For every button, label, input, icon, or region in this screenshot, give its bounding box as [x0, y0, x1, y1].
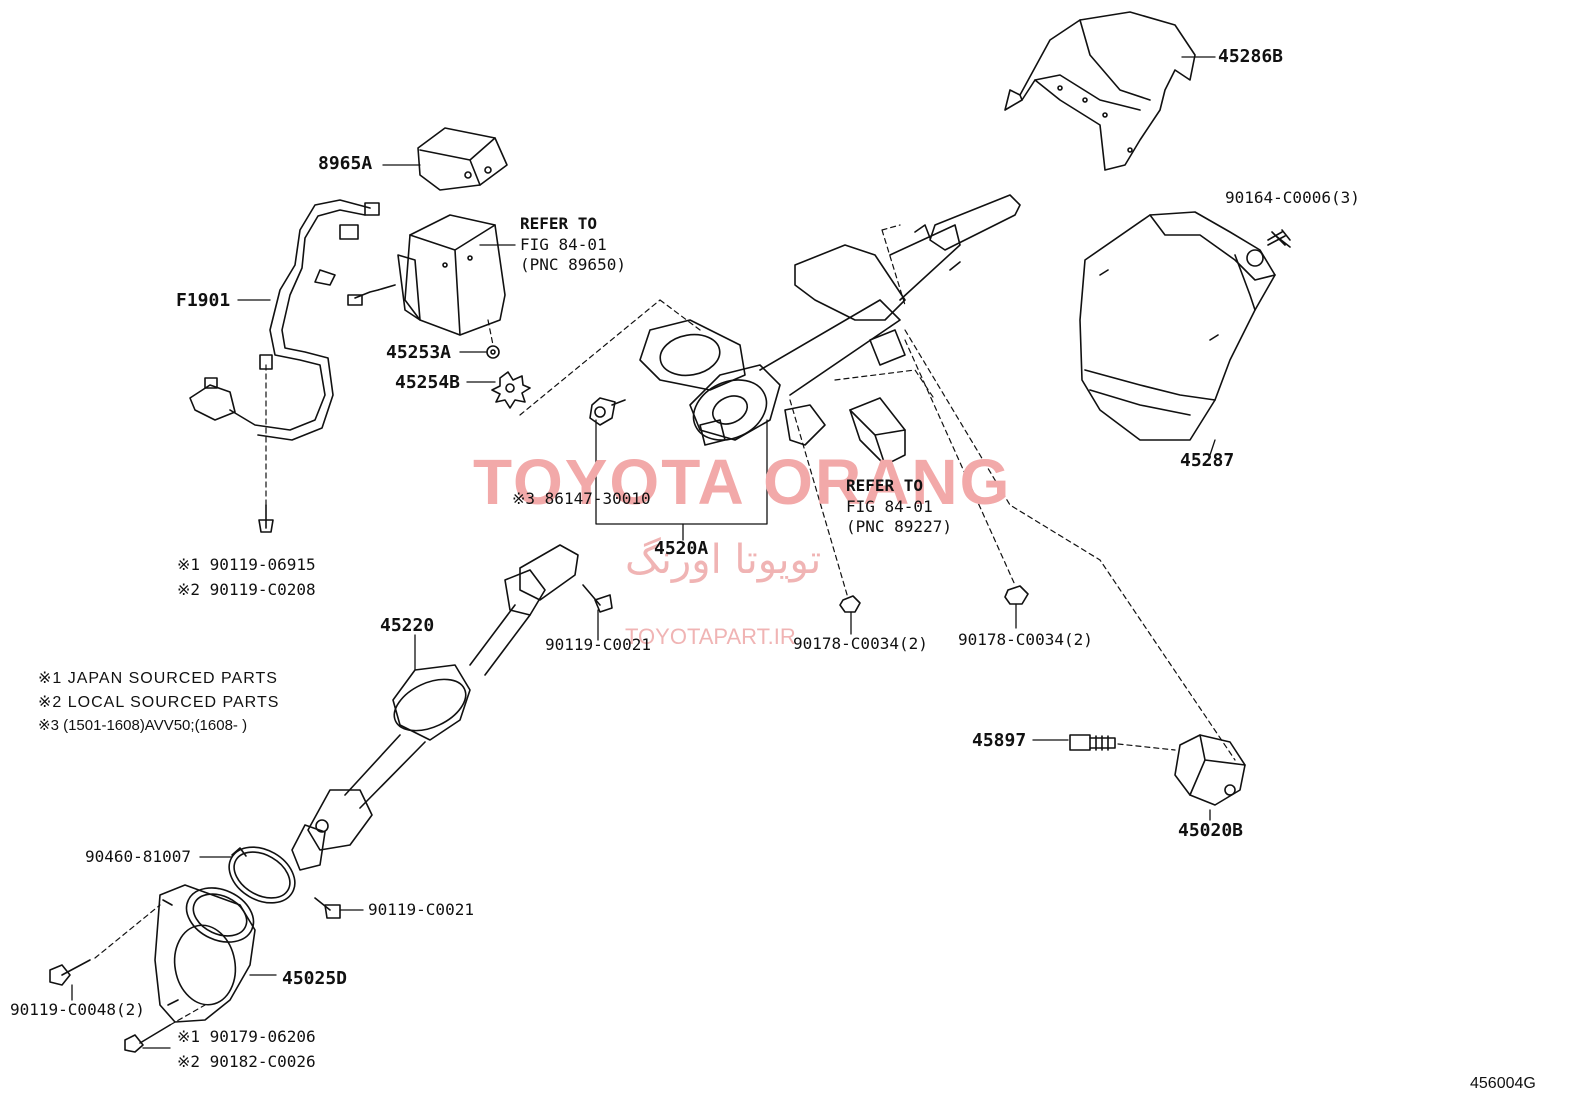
label-45254B: 45254B [395, 372, 461, 393]
label-90119-C0021-upper: 90119-C0021 [545, 635, 651, 654]
label-45897: 45897 [972, 730, 1027, 751]
label-90119-06915: 1 90119-06915 [177, 557, 315, 573]
wire-harness [189, 199, 380, 441]
label-45020B: 45020B [1178, 820, 1244, 841]
bolt-90119-06915 [258, 504, 274, 533]
assembly-lines [94, 224, 1236, 1026]
watermark-site: TOYOTAPART.IR [625, 624, 796, 649]
label-4520A: 4520A [654, 538, 709, 559]
label-90179-06206: 1 90179-06206 [177, 1029, 315, 1045]
figure-code: 456004G [1470, 1075, 1536, 1092]
bracket-89227 [849, 397, 906, 466]
label-45287: 45287 [1180, 450, 1235, 471]
label-F1901: F1901 [176, 290, 231, 311]
steering-column-assembly [639, 194, 1021, 446]
label-45220: 45220 [380, 615, 435, 636]
column-hole-cover [154, 884, 256, 1023]
label-90164-C0006: 90164-C0006(3) [1225, 188, 1360, 207]
upper-column-cover [1004, 11, 1196, 171]
bolt-90119-C0021-lower [314, 897, 341, 919]
bolt-90179-06206 [124, 1024, 171, 1053]
refer-label-2-line1: REFER TO [846, 476, 924, 495]
label-90119-C0208: 2 90119-C0208 [177, 582, 315, 598]
intermediate-shaft [291, 544, 579, 871]
bolt-90164-C0006 [1267, 229, 1291, 246]
nut-90178-a [839, 595, 861, 613]
label-90178-C0034-b: 90178-C0034(2) [958, 630, 1093, 649]
sensor-unit [347, 214, 506, 336]
lower-column-cover [1079, 211, 1291, 441]
computer-module [417, 127, 508, 191]
label-45253A: 45253A [386, 342, 452, 363]
label-90119-C0048: 90119-C0048(2) [10, 1000, 145, 1019]
refer-label-2-line2: FIG 84-01 [846, 497, 933, 516]
clamp [589, 397, 626, 426]
nut-90178-b [1004, 585, 1029, 605]
note-japan-sourced: 1 JAPAN SOURCED PARTS [38, 671, 278, 687]
label-45025D: 45025D [282, 968, 348, 989]
bolt-90119-C0048 [49, 959, 91, 986]
column-bracket-45020B [1174, 734, 1246, 806]
label-90178-C0034-a: 90178-C0034(2) [793, 634, 928, 653]
note-local-sourced: 2 LOCAL SOURCED PARTS [38, 695, 279, 711]
leader-lines [71, 56, 1216, 1049]
retainer-45253A [486, 345, 500, 359]
label-90119-C0021-lower: 90119-C0021 [368, 900, 474, 919]
refer-label-1-line2: FIG 84-01 [520, 235, 607, 254]
refer-label-1-line3: (PNC 89650) [520, 255, 626, 274]
bolt-90119-C0021-upper [582, 584, 613, 613]
label-8965A: 8965A [318, 153, 373, 174]
note-date-range: 3 (1501-1608)AVV50;(1608- ) [38, 718, 248, 733]
watermark-persian: تویوتا اورنگ [625, 537, 822, 583]
label-90460-81007: 90460-81007 [85, 847, 191, 866]
label-86147-30010: 3 86147-30010 [512, 491, 650, 507]
label-45286B: 45286B [1218, 46, 1284, 67]
bolt-45897 [1069, 734, 1116, 751]
retainer-45254B [491, 371, 531, 409]
label-90182-C0026: 2 90182-C0026 [177, 1054, 315, 1070]
refer-label-2-line3: (PNC 89227) [846, 517, 952, 536]
refer-label-1-line1: REFER TO [520, 214, 598, 233]
